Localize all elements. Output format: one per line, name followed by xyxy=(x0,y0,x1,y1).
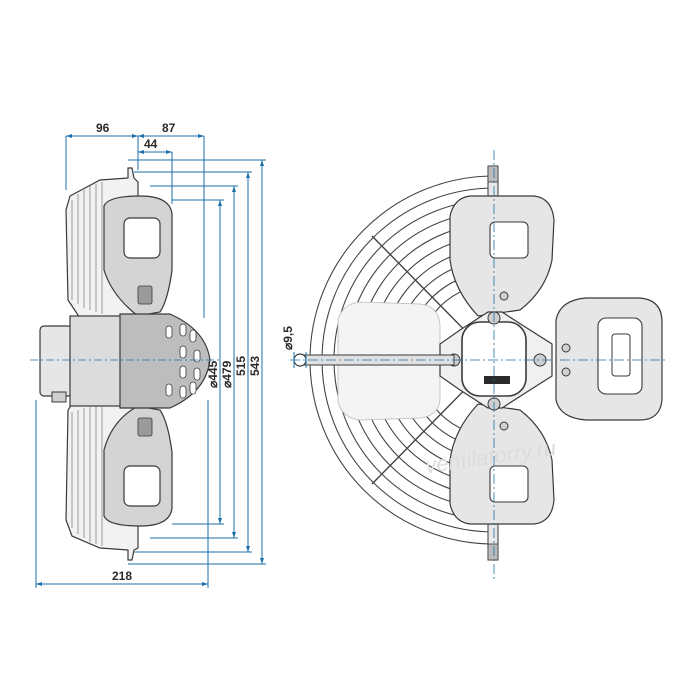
mounting-bolts xyxy=(137,285,153,437)
dim-515: 515 xyxy=(234,356,248,376)
dim-44: 44 xyxy=(144,137,158,151)
side-view xyxy=(30,167,220,561)
dim-hole-dia: ⌀9,5 xyxy=(281,326,295,350)
dim-dia-445: ⌀445 xyxy=(206,360,220,388)
front-bottom-blade-window xyxy=(489,465,529,503)
guard-ribs xyxy=(71,182,103,546)
front-top-blade-window xyxy=(489,221,529,259)
vertical-dimension-lines xyxy=(128,159,266,565)
cable-gland xyxy=(51,391,67,403)
front-right-blade-window xyxy=(597,317,643,395)
front-right-blade-inner xyxy=(611,333,631,377)
dim-96: 96 xyxy=(96,121,110,135)
front-view xyxy=(290,150,668,580)
rotor-fins xyxy=(165,323,201,399)
dim-218: 218 xyxy=(112,569,132,583)
dim-87: 87 xyxy=(162,121,176,135)
lower-blade-window xyxy=(123,465,161,507)
side-dimensions: 96 87 44 218 xyxy=(35,121,266,588)
motor-body xyxy=(69,315,123,407)
dim-dia-479: ⌀479 xyxy=(220,360,234,388)
upper-blade-window xyxy=(123,217,161,259)
brand-label xyxy=(484,376,510,384)
dim-543: 543 xyxy=(248,356,262,376)
motor-rear-housing xyxy=(39,325,73,397)
hole-dimension: ⌀9,5 xyxy=(281,326,307,368)
